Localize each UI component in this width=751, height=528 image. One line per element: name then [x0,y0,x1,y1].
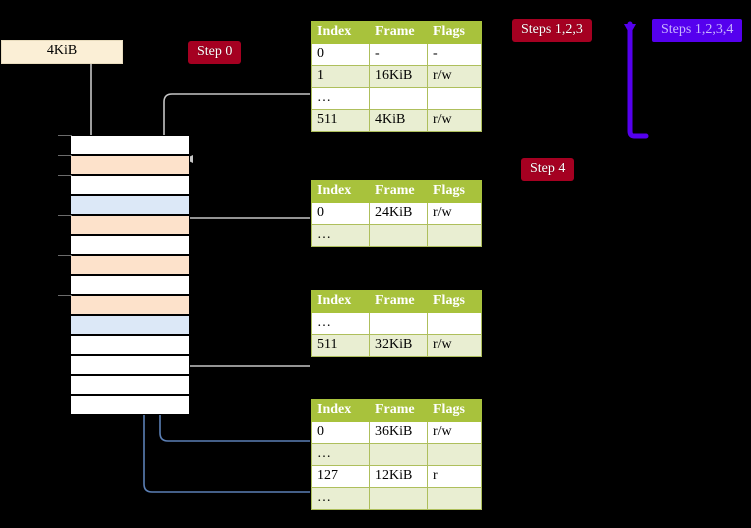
cell-frame: 32KiB [369,334,428,357]
cell-index: … [311,87,370,110]
badge-steps-123-label: Steps 1,2,3 [521,22,583,37]
table-row: … [311,312,482,335]
column-header-index: Index [311,399,370,422]
badge-step-0-label: Step 0 [197,44,233,59]
table-row: … [311,87,482,110]
cell-frame [369,443,428,466]
column-header-index: Index [311,180,370,203]
badge-step-0: Step 0 [188,41,242,64]
table-row: 0 - - [311,43,482,66]
cell-flags: r/w [427,202,482,225]
cell-index: 0 [311,43,370,66]
cell-frame: 36KiB [369,421,428,444]
cell-index: … [311,487,370,510]
cell-index: 511 [311,334,370,357]
table-row: 511 32KiB r/w [311,334,482,357]
table-header-row: Index Frame Flags [311,180,482,203]
memory-row [70,275,190,295]
badge-steps-123: Steps 1,2,3 [512,19,592,42]
cell-frame: 24KiB [369,202,428,225]
cell-flags [427,224,482,247]
column-header-flags: Flags [427,399,482,422]
column-header-flags: Flags [427,290,482,313]
table-header-row: Index Frame Flags [311,290,482,313]
cell-index: 127 [311,465,370,488]
memory-tick [58,215,72,216]
column-header-flags: Flags [427,180,482,203]
memory-tick [58,295,72,296]
cell-frame [369,224,428,247]
column-header-index: Index [311,21,370,44]
cell-flags: r/w [427,109,482,132]
table-row: … [311,224,482,247]
memory-row [70,375,190,395]
cell-index: … [311,443,370,466]
cell-frame [369,312,428,335]
table-header-row: Index Frame Flags [311,21,482,44]
page-frame-label: 4KiB [46,43,78,58]
memory-row [70,355,190,375]
cell-frame: 4KiB [369,109,428,132]
badge-steps-1234: Steps 1,2,3,4 [652,19,743,42]
column-header-index: Index [311,290,370,313]
table-header-row: Index Frame Flags [311,399,482,422]
memory-row [70,235,190,255]
column-header-frame: Frame [369,290,428,313]
memory-row [70,315,190,335]
badge-steps-1234-label: Steps 1,2,3,4 [661,22,734,37]
memory-row [70,195,190,215]
memory-tick [58,155,72,156]
memory-tick [58,255,72,256]
badge-step-4: Step 4 [521,158,575,181]
memory-row [70,295,190,315]
column-header-frame: Frame [369,180,428,203]
memory-row [70,335,190,355]
page-table-pdpt: Index Frame Flags 0 24KiB r/w … [311,180,482,247]
column-header-frame: Frame [369,399,428,422]
cell-flags [427,312,482,335]
cell-index: 511 [311,109,370,132]
memory-tick [58,135,72,136]
column-header-flags: Flags [427,21,482,44]
table-row: … [311,443,482,466]
page-table-pd: Index Frame Flags … 511 32KiB r/w [311,290,482,357]
cell-flags: - [427,43,482,66]
cell-flags: r/w [427,65,482,88]
table-row: 0 36KiB r/w [311,421,482,444]
cell-flags [427,87,482,110]
memory-row [70,395,190,415]
cell-index: 1 [311,65,370,88]
table-row: 511 4KiB r/w [311,109,482,132]
cell-index: … [311,312,370,335]
cell-flags: r [427,465,482,488]
table-row: 1 16KiB r/w [311,65,482,88]
cell-frame: 12KiB [369,465,428,488]
cell-flags: r/w [427,421,482,444]
cell-frame [369,487,428,510]
column-header-frame: Frame [369,21,428,44]
table-row: … [311,487,482,510]
memory-row [70,155,190,175]
cell-flags [427,487,482,510]
memory-tick [58,175,72,176]
memory-row [70,135,190,155]
cell-frame [369,87,428,110]
cell-frame: - [369,43,428,66]
cell-flags: r/w [427,334,482,357]
physical-memory-column [70,135,190,415]
memory-row [70,175,190,195]
memory-row [70,255,190,275]
page-table-pml4: Index Frame Flags 0 - - 1 16KiB r/w … 51… [311,21,482,132]
badge-step-4-label: Step 4 [530,161,566,176]
cell-flags [427,443,482,466]
table-row: 0 24KiB r/w [311,202,482,225]
cell-frame: 16KiB [369,65,428,88]
page-frame-box: 4KiB [1,40,123,64]
memory-row [70,215,190,235]
cell-index: 0 [311,202,370,225]
cell-index: … [311,224,370,247]
page-table-pt: Index Frame Flags 0 36KiB r/w … 127 12Ki… [311,399,482,510]
cell-index: 0 [311,421,370,444]
table-row: 127 12KiB r [311,465,482,488]
